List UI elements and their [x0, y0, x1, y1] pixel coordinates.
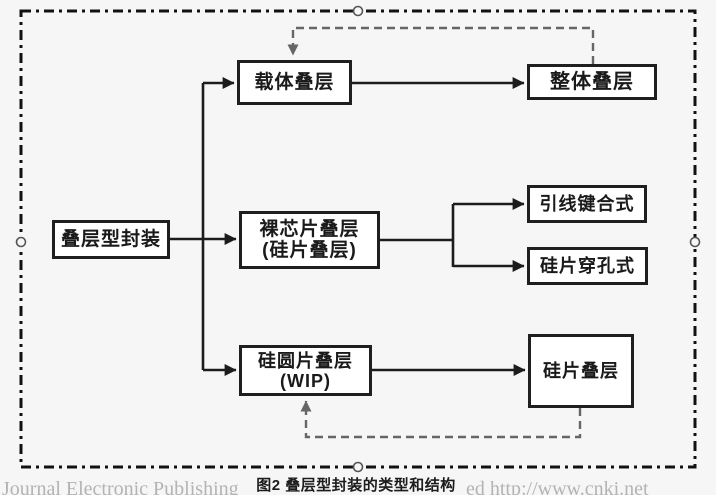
node-wire-bond-type: 引线键合式 — [527, 185, 647, 223]
node-bare-die-stack: 裸芯片叠层 (硅片叠层) — [239, 211, 380, 269]
node-tsv-type: 硅片穿孔式 — [527, 247, 648, 285]
node-wire-bond-type-label: 引线键合式 — [539, 193, 635, 214]
edge-chip-stack-to-wafer-dashed — [300, 400, 582, 439]
node-bare-die-stack-label: 裸芯片叠层 — [259, 219, 360, 240]
node-tsv-type-label: 硅片穿孔式 — [540, 255, 635, 276]
node-carrier-stack: 载体叠层 — [237, 60, 352, 105]
node-carrier-stack-label: 载体叠层 — [254, 72, 335, 93]
edge-overall-to-carrier-dashed — [287, 26, 595, 64]
figure-caption: 图2 叠层型封装的类型和结构 — [256, 477, 456, 494]
node-wafer-stack-label: 硅圆片叠层 — [258, 350, 353, 371]
handle-top-icon — [352, 5, 364, 17]
node-chip-stack-label: 硅片叠层 — [543, 360, 619, 381]
handle-right-icon — [689, 236, 701, 248]
node-wafer-stack: 硅圆片叠层 (WIP) — [239, 345, 372, 396]
node-stacked-package-label: 叠层型封装 — [60, 229, 161, 250]
handle-left-icon — [15, 236, 27, 248]
node-bare-die-stack-sublabel: (硅片叠层) — [262, 240, 357, 261]
node-overall-stack-label: 整体叠层 — [550, 70, 634, 93]
frame-handles — [15, 5, 701, 473]
node-chip-stack: 硅片叠层 — [528, 334, 634, 408]
handle-bottom-icon — [352, 461, 364, 473]
node-stacked-package: 叠层型封装 — [52, 220, 170, 259]
watermark-right-text: ed http://www.cnki.net — [466, 478, 649, 495]
watermark-left-text: Journal Electronic Publishing — [2, 478, 239, 495]
node-overall-stack: 整体叠层 — [527, 64, 657, 100]
node-wafer-stack-sublabel: (WIP) — [280, 370, 331, 391]
